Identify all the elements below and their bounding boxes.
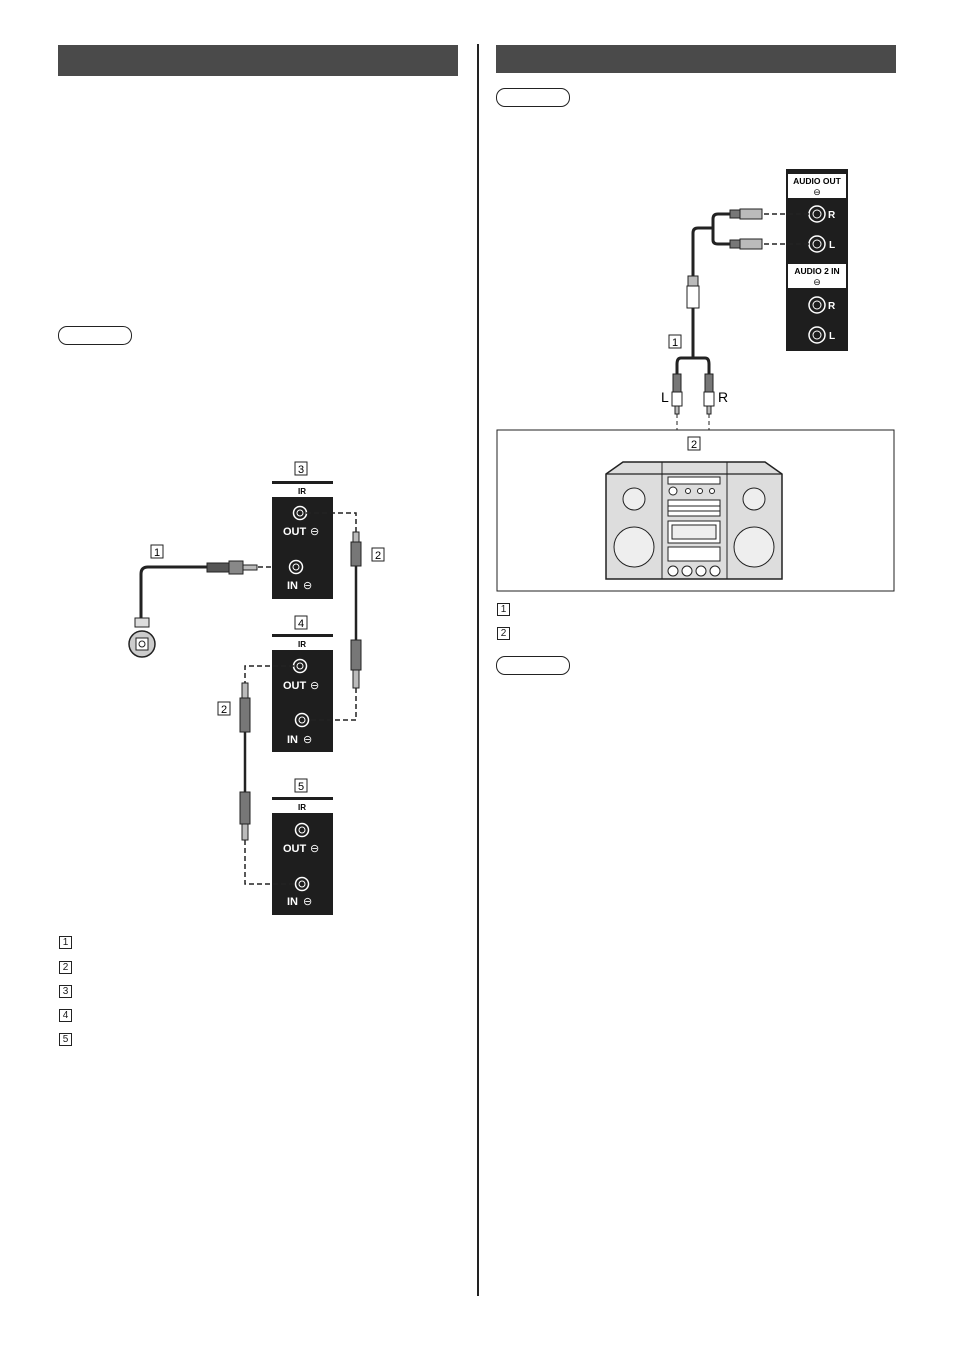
ir-callout-5: 5 — [294, 778, 308, 793]
right-legend-row-2: 2 — [497, 626, 520, 640]
ir-cable-2b — [239, 665, 295, 885]
svg-text:1: 1 — [154, 547, 160, 559]
svg-text:3: 3 — [298, 464, 304, 476]
svg-text:⊖: ⊖ — [813, 187, 821, 197]
left-note-pill — [58, 326, 132, 345]
left-section-header-bar — [58, 45, 458, 76]
svg-text:2: 2 — [691, 439, 697, 451]
audio-equipment-frame — [496, 429, 895, 592]
legend-num-box: 4 — [59, 1008, 72, 1022]
svg-text:2: 2 — [221, 704, 227, 716]
svg-text:⊖: ⊖ — [310, 526, 319, 538]
svg-text:⊖: ⊖ — [813, 277, 821, 287]
svg-text:IN: IN — [287, 896, 298, 908]
ir-sensor — [128, 565, 208, 658]
svg-text:⊖: ⊖ — [303, 896, 312, 908]
audio-plug-l-label: L — [661, 389, 669, 405]
svg-text:5: 5 — [298, 781, 304, 793]
svg-text:2: 2 — [375, 550, 381, 562]
svg-text:⊖: ⊖ — [303, 734, 312, 746]
svg-text:L: L — [829, 331, 835, 342]
legend-num-box: 1 — [497, 602, 510, 616]
ir-cable-2a — [306, 512, 362, 721]
legend-num-box: 2 — [497, 626, 510, 640]
ir-callout-2b: 2 — [217, 701, 231, 716]
svg-text:IN: IN — [287, 734, 298, 746]
ir-callout-1: 1 — [150, 544, 164, 559]
left-legend-row-1: 1 — [59, 935, 82, 949]
left-legend-row-5: 5 — [59, 1032, 82, 1046]
svg-text:IR: IR — [298, 640, 306, 649]
legend-num-box: 5 — [59, 1032, 72, 1046]
svg-text:IR: IR — [298, 803, 306, 812]
right-legend-row-1: 1 — [497, 602, 520, 616]
audio-callout-1: 1 — [668, 334, 682, 349]
left-legend-row-3: 3 — [59, 984, 82, 998]
svg-text:L: L — [829, 240, 835, 251]
svg-text:⊖: ⊖ — [310, 680, 319, 692]
svg-text:AUDIO OUT: AUDIO OUT — [793, 176, 842, 186]
ir-panel-5: IR OUT ⊖ IN ⊖ — [272, 797, 333, 915]
legend-num-box: 3 — [59, 984, 72, 998]
ir-callout-4: 4 — [294, 615, 308, 630]
svg-text:4: 4 — [298, 618, 304, 630]
svg-text:IN: IN — [287, 580, 298, 592]
right-note-pill-bottom — [496, 656, 570, 675]
stereo-system-icon — [605, 461, 783, 580]
left-legend-row-2: 2 — [59, 960, 82, 974]
svg-text:AUDIO 2 IN: AUDIO 2 IN — [794, 266, 839, 276]
svg-text:⊖: ⊖ — [303, 580, 312, 592]
audio-terminal-panel: AUDIO OUT ⊖ R L AUDIO 2 IN ⊖ R L — [786, 169, 848, 351]
legend-num-box: 2 — [59, 960, 72, 974]
audio-callout-2: 2 — [687, 436, 701, 451]
svg-text:OUT: OUT — [283, 680, 307, 692]
svg-text:R: R — [828, 301, 836, 312]
svg-text:IR: IR — [298, 487, 306, 496]
svg-text:OUT: OUT — [283, 843, 307, 855]
column-divider — [477, 44, 479, 1296]
svg-text:OUT: OUT — [283, 526, 307, 538]
audio-plug-r-label: R — [718, 389, 728, 405]
left-legend-row-4: 4 — [59, 1008, 82, 1022]
right-note-pill-top — [496, 88, 570, 107]
right-section-header-bar — [496, 45, 896, 73]
ir-callout-2a: 2 — [371, 547, 385, 562]
legend-num-box: 1 — [59, 935, 72, 949]
svg-text:R: R — [828, 210, 836, 221]
audio-rca-cable — [671, 208, 809, 430]
svg-text:1: 1 — [672, 337, 678, 349]
ir-panel-3: IR OUT ⊖ IN ⊖ — [272, 481, 333, 599]
svg-text:⊖: ⊖ — [310, 843, 319, 855]
ir-panel-4: IR OUT ⊖ IN ⊖ — [272, 634, 333, 752]
ir-callout-3: 3 — [294, 461, 308, 476]
